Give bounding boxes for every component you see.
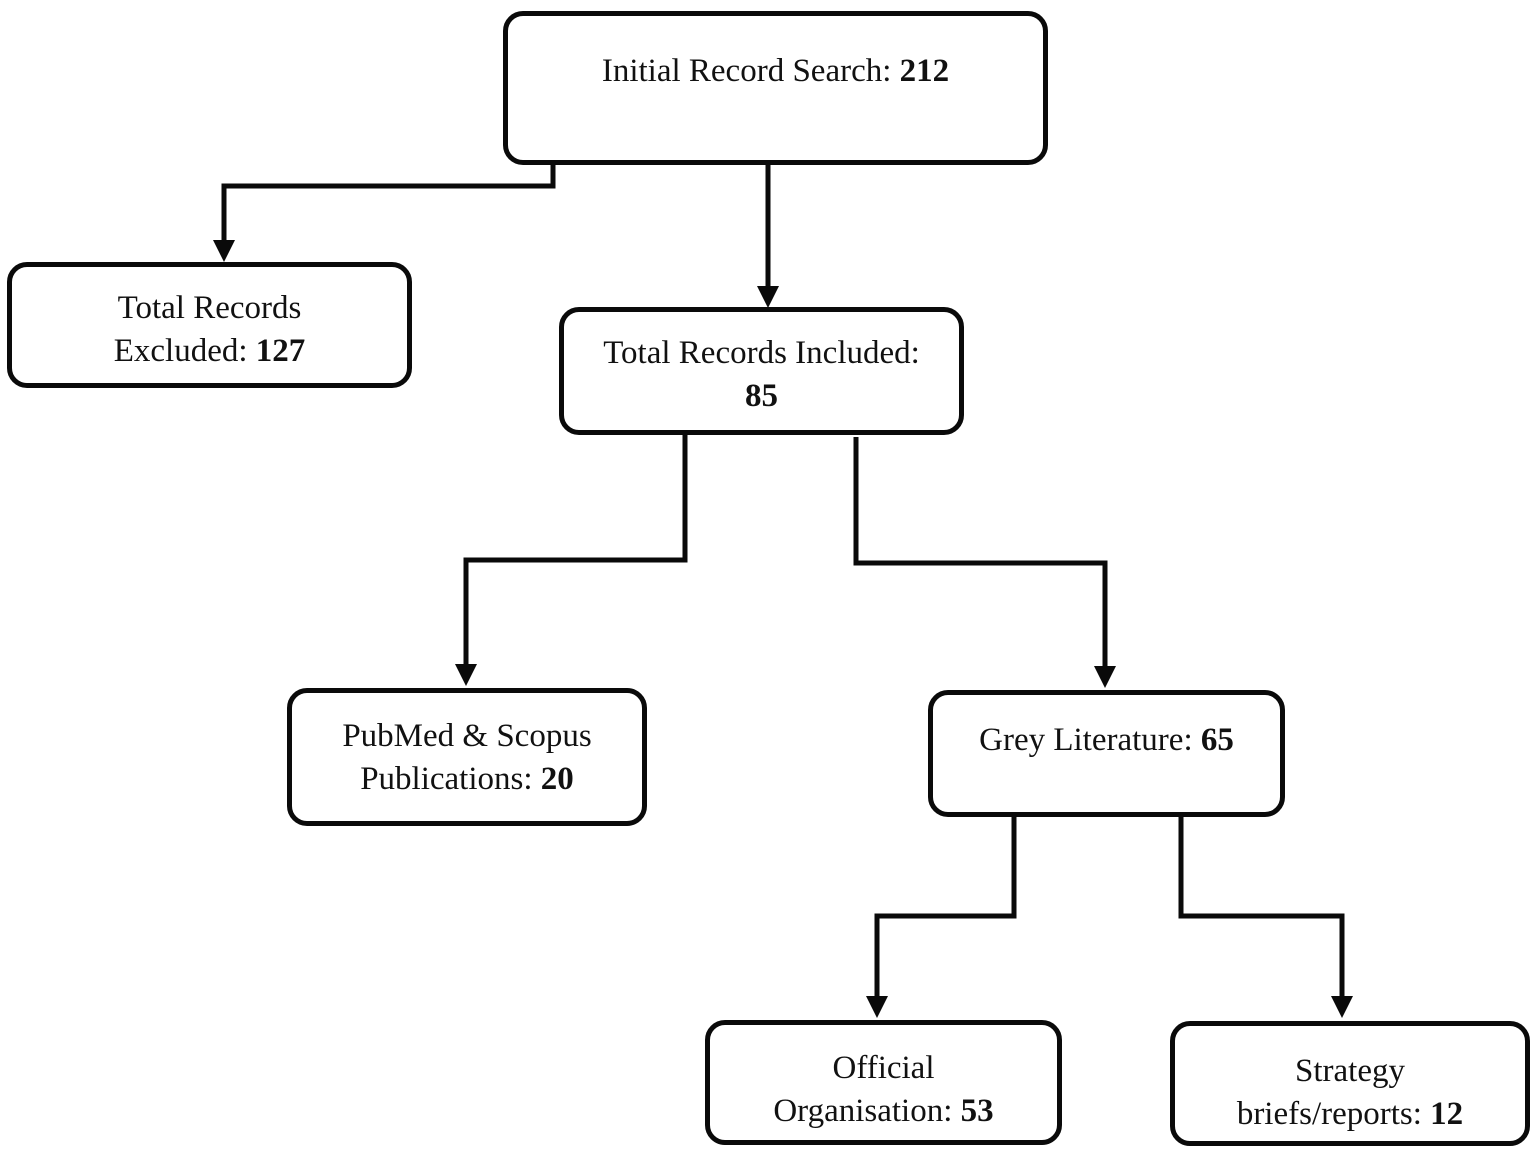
pubmed-scopus-publications-box: PubMed & Scopus Publications: 20 (287, 688, 647, 826)
strategy-label-text: briefs/reports: (1236, 1096, 1431, 1132)
total-records-excluded-box: Total Records Excluded: 127 (7, 262, 412, 388)
initial-count: 212 (899, 53, 950, 89)
included-label: Total Records Included: (603, 335, 920, 371)
strategy-briefs-reports-box: Strategy briefs/reports: 12 (1170, 1021, 1530, 1146)
excluded-label-line1: Total Records (117, 290, 302, 326)
excluded-label-line2: Excluded: 127 (12, 330, 407, 373)
excluded-count: 127 (255, 333, 306, 369)
grey-literature-box: Grey Literature: 65 (928, 690, 1285, 817)
initial-record-search-label: Initial Record Search: 212 (508, 50, 1043, 93)
initial-record-search-box: Initial Record Search: 212 (503, 11, 1048, 165)
excluded-label-text: Excluded: (113, 333, 256, 369)
official-count: 53 (960, 1093, 994, 1129)
pubmed-count: 20 (540, 761, 574, 797)
official-label-line1: Official (832, 1050, 935, 1086)
included-count-line: 85 (564, 375, 959, 418)
strategy-label-line1: Strategy (1295, 1053, 1405, 1089)
arrowhead-included (757, 286, 779, 308)
pubmed-label-line1: PubMed & Scopus (342, 718, 592, 754)
official-label-text: Organisation: (773, 1093, 961, 1129)
arrowhead-excluded (213, 240, 235, 262)
pubmed-label-line2: Publications: 20 (292, 758, 642, 801)
arrow-included-to-grey (853, 437, 1108, 668)
arrowhead-pubmed (455, 664, 477, 686)
grey-label-line: Grey Literature: 65 (933, 719, 1280, 762)
strategy-label-line2: briefs/reports: 12 (1175, 1093, 1525, 1136)
official-organisation-box: Official Organisation: 53 (705, 1020, 1062, 1145)
arrow-grey-to-strategy (1178, 817, 1345, 998)
included-count: 85 (745, 378, 778, 414)
arrowhead-strategy (1331, 996, 1353, 1018)
pubmed-label-text: Publications: (360, 761, 541, 797)
initial-label-text: Initial Record Search: (601, 53, 900, 89)
arrow-grey-to-official (874, 817, 1017, 998)
strategy-count: 12 (1430, 1096, 1464, 1132)
grey-count: 65 (1200, 722, 1234, 758)
arrowhead-grey (1094, 666, 1116, 688)
official-label-line2: Organisation: 53 (710, 1090, 1057, 1133)
arrowhead-official (866, 996, 888, 1018)
arrow-initial-to-excluded (221, 165, 556, 242)
total-records-included-box: Total Records Included: 85 (559, 307, 964, 435)
arrow-included-to-pubmed (463, 435, 688, 666)
grey-label-text: Grey Literature: (979, 722, 1201, 758)
